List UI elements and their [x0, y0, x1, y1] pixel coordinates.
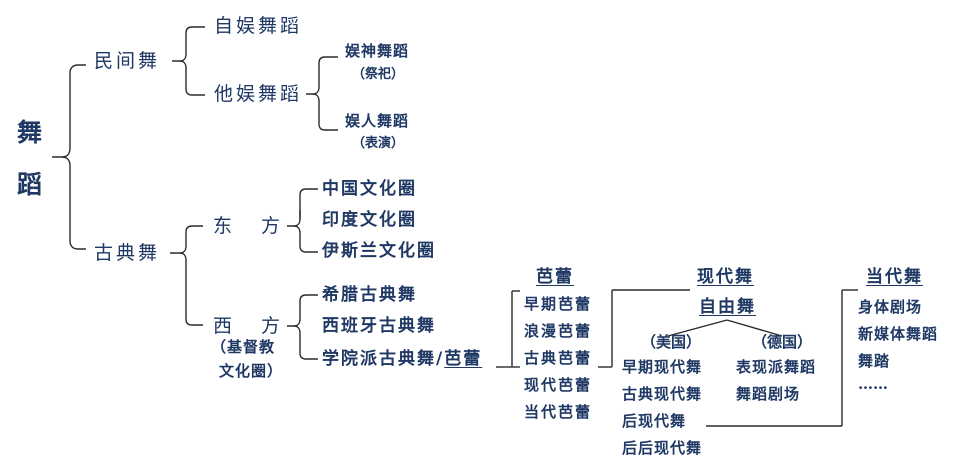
germany-label: （德国） — [752, 333, 813, 351]
west-note-line-1: （基督教 — [211, 338, 276, 356]
self-entertainment-dance: 自娱舞蹈 — [214, 15, 303, 37]
root-char-1: 舞 — [17, 118, 43, 147]
east-item-2: 印度文化圈 — [322, 210, 417, 230]
germany-item-1: 表现派舞蹈 — [736, 358, 817, 376]
contemporary-item-3: 舞踏 — [858, 352, 891, 370]
academic-ballet-link: 芭蕾 — [444, 349, 483, 369]
other-entertainment-dance: 他娱舞蹈 — [214, 83, 303, 105]
usa-item-1: 早期现代舞 — [622, 358, 703, 376]
people-entertainment-note: （表演） — [352, 136, 405, 151]
contemporary-item-4: …… — [858, 375, 888, 393]
god-entertainment-note: （祭祀） — [352, 67, 405, 82]
modern-dance-title: 现代舞 — [697, 267, 754, 287]
god-entertainment-dance: 娱神舞蹈 — [345, 42, 410, 60]
people-entertainment-dance: 娱人舞蹈 — [345, 112, 410, 130]
contemporary-dance-title: 当代舞 — [866, 267, 923, 287]
west-label: 西 方 — [213, 315, 286, 337]
east-label: 东 方 — [213, 215, 286, 237]
usa-label: （美国） — [641, 333, 702, 351]
ballet-item-3: 古典芭蕾 — [524, 349, 593, 367]
academic-classical-dance: 学院派古典舞/芭蕾 — [322, 351, 482, 368]
ballet-item-1: 早期芭蕾 — [524, 295, 593, 313]
ballet-item-2: 浪漫芭蕾 — [524, 322, 593, 340]
academic-classical-prefix: 学院派古典舞/ — [322, 349, 445, 369]
ballet-title: 芭蕾 — [536, 267, 574, 287]
ballet-item-5: 当代芭蕾 — [524, 403, 593, 421]
classical-dance-label: 古典舞 — [94, 242, 161, 264]
usa-item-2: 古典现代舞 — [622, 385, 703, 403]
usa-item-4: 后后现代舞 — [622, 439, 703, 457]
west-item-2: 西班牙古典舞 — [322, 316, 436, 336]
free-dance-label: 自由舞 — [699, 297, 756, 317]
west-note-line-2: 文化圈） — [219, 362, 284, 380]
germany-item-2: 舞蹈剧场 — [736, 385, 801, 403]
west-item-1: 希腊古典舞 — [322, 285, 417, 305]
ballet-item-4: 现代芭蕾 — [524, 376, 593, 394]
contemporary-item-1: 身体剧场 — [858, 298, 923, 316]
east-item-3: 伊斯兰文化圈 — [322, 241, 436, 261]
east-item-1: 中国文化圈 — [322, 179, 417, 199]
root-char-2: 蹈 — [17, 170, 43, 199]
usa-item-3: 后现代舞 — [622, 412, 687, 430]
folk-dance-label: 民间舞 — [94, 50, 161, 72]
contemporary-item-2: 新媒体舞蹈 — [858, 325, 939, 343]
